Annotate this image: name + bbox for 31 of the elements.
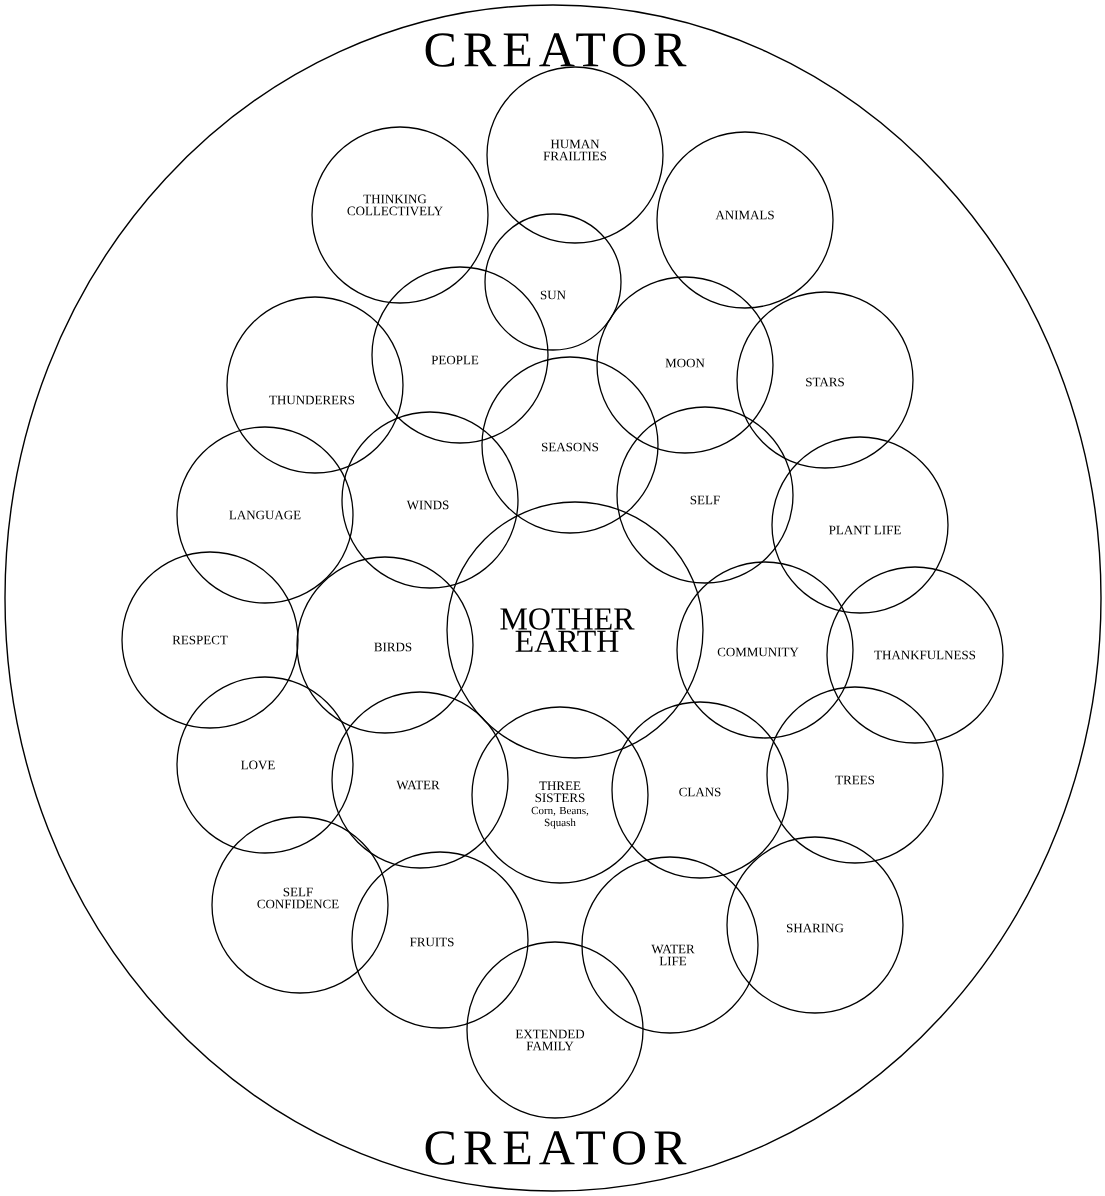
circle-label: SELF <box>690 495 720 505</box>
circle-label: WATER <box>396 780 440 790</box>
circle-label: PEOPLE <box>431 355 479 365</box>
circle-label: LANGUAGE <box>229 510 301 520</box>
circle-label: EXTENDED FAMILY <box>515 1029 585 1051</box>
circle-label: THREE SISTERS Corn, Beans, Squash <box>531 781 589 829</box>
circle-label: COMMUNITY <box>717 647 799 657</box>
circle-label: THUNDERERS <box>269 395 355 405</box>
circle-label: MOTHER EARTH <box>500 608 635 652</box>
circle-label: HUMAN FRAILTIES <box>543 139 607 161</box>
circle-label: SELF CONFIDENCE <box>257 887 339 909</box>
circle-label: WATER LIFE <box>651 944 695 966</box>
circle-label: CLANS <box>679 787 721 797</box>
circle-label: TREES <box>835 775 875 785</box>
circle-label: WINDS <box>406 500 449 510</box>
circle-label: LOVE <box>241 760 275 770</box>
circle-label: STARS <box>806 377 844 387</box>
circle-label: ANIMALS <box>715 210 774 220</box>
circle-label: FRUITS <box>410 937 454 947</box>
ellipse <box>4 4 1102 1192</box>
circle-label: PLANT LIFE <box>829 525 901 535</box>
circle-label: MOON <box>665 358 705 368</box>
heading-text: CREATOR <box>425 33 687 67</box>
circle-label: BIRDS <box>374 642 412 652</box>
circle-label: SUN <box>540 290 566 300</box>
circle-label: SHARING <box>786 923 844 933</box>
circle-label: SEASONS <box>541 442 599 452</box>
circle-label: THANKFULNESS <box>874 650 976 660</box>
heading-text: CREATOR <box>425 1131 687 1165</box>
circle-label: RESPECT <box>172 635 228 645</box>
circle-label: THINKING COLLECTIVELY <box>347 194 443 216</box>
